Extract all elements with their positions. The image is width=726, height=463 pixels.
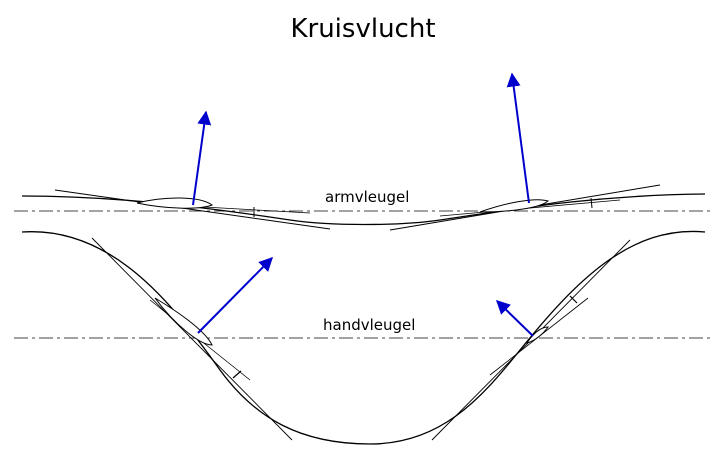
arm-right-force-arrow <box>506 72 530 204</box>
handvleugel-label: handvleugel <box>320 316 419 334</box>
arm-left-airfoil <box>136 197 214 209</box>
arm-right-tick <box>590 197 593 209</box>
hand-left-airfoil <box>154 297 213 346</box>
hand-left-force-arrow <box>197 257 273 334</box>
hand-left-tick <box>232 370 242 379</box>
armvleugel-group <box>14 72 712 231</box>
hand-wave-path <box>21 230 706 445</box>
handvleugel-group <box>14 230 712 445</box>
arm-left-force-arrow <box>192 110 212 206</box>
hand-left-tangent-line <box>91 237 293 441</box>
arm-right-airfoil <box>479 199 550 213</box>
armvleugel-label: armvleugel <box>322 188 413 206</box>
hand-right-force-arrow <box>495 300 534 337</box>
hand-right-tick <box>569 295 578 304</box>
arm-left-chord-line <box>54 189 331 230</box>
diagram-title: Kruisvlucht <box>290 14 436 44</box>
